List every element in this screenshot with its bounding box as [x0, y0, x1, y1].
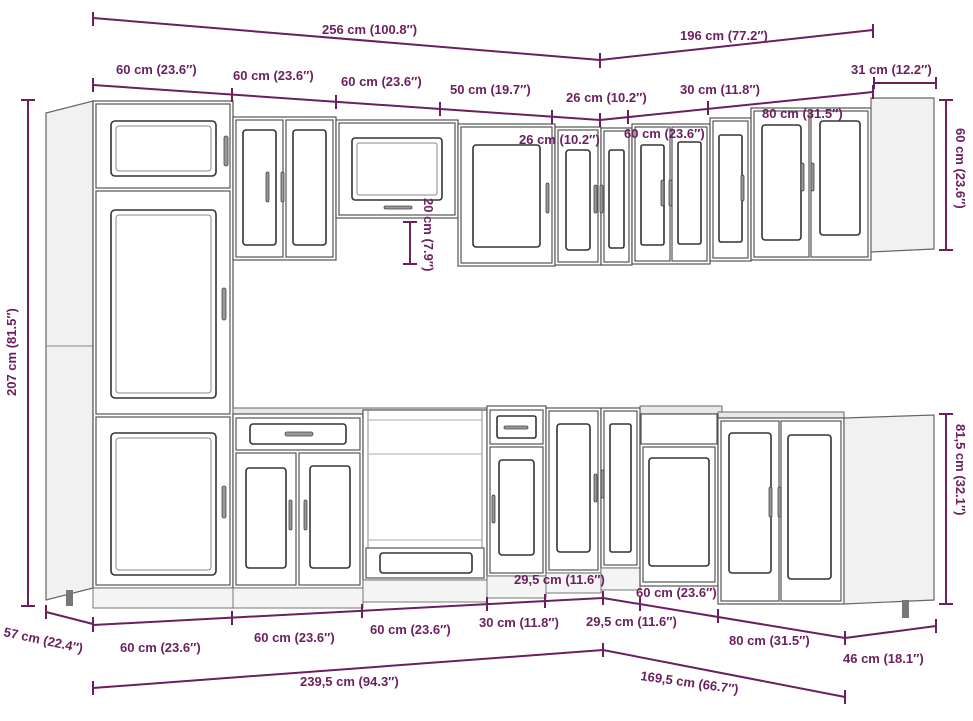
- label-base-w7: 60 cm (23.6″): [636, 585, 717, 600]
- label-base-w6: 29,5 cm (11.6″): [586, 614, 677, 629]
- label-upper-w4: 50 cm (19.7″): [450, 82, 531, 97]
- label-lower-height: 81,5 cm (32.1″): [953, 424, 968, 516]
- label-bottom-total-right: 169,5 cm (66.7″): [640, 668, 740, 697]
- label-total-height: 207 cm (81.5″): [4, 308, 19, 396]
- label-upper-inner-3: 80 cm (31.5″): [762, 106, 843, 121]
- label-upper-inner-1: 26 cm (10.2″): [519, 132, 600, 147]
- kitchen-drawing: [45, 97, 935, 618]
- label-upper-w7: 31 cm (12.2″): [851, 62, 932, 77]
- label-upper-w5: 26 cm (10.2″): [566, 90, 647, 105]
- label-gap-height: 20 cm (7.9″): [421, 198, 436, 271]
- handle: [223, 135, 229, 167]
- label-base-w5: 29,5 cm (11.6″): [514, 572, 605, 587]
- label-base-w3: 60 cm (23.6″): [370, 622, 451, 637]
- dimension-lines: [21, 12, 953, 704]
- label-top-total-left: 256 cm (100.8″): [322, 22, 417, 37]
- upper-cabinets: [232, 97, 935, 267]
- tall-cabinet-side: [45, 100, 94, 601]
- label-upper-w3: 60 cm (23.6″): [341, 74, 422, 89]
- label-depth-right: 46 cm (18.1″): [843, 651, 924, 666]
- label-depth-left: 57 cm (22.4″): [2, 624, 84, 655]
- base-cabinets: [232, 405, 935, 618]
- label-top-total-right: 196 cm (77.2″): [680, 28, 768, 43]
- label-upper-inner-2: 60 cm (23.6″): [624, 126, 705, 141]
- label-upper-w1: 60 cm (23.6″): [116, 62, 197, 77]
- label-base-w1: 60 cm (23.6″): [120, 640, 201, 655]
- label-base-w4: 30 cm (11.8″): [479, 615, 559, 630]
- dimension-labels: 256 cm (100.8″) 196 cm (77.2″) 60 cm (23…: [2, 22, 968, 697]
- label-upper-w6: 30 cm (11.8″): [680, 82, 760, 97]
- label-base-w2: 60 cm (23.6″): [254, 630, 335, 645]
- label-bottom-total-left: 239,5 cm (94.3″): [300, 674, 399, 689]
- label-base-w8: 80 cm (31.5″): [729, 633, 810, 648]
- label-upper-height: 60 cm (23.6″): [953, 128, 968, 209]
- label-upper-w2: 60 cm (23.6″): [233, 68, 314, 83]
